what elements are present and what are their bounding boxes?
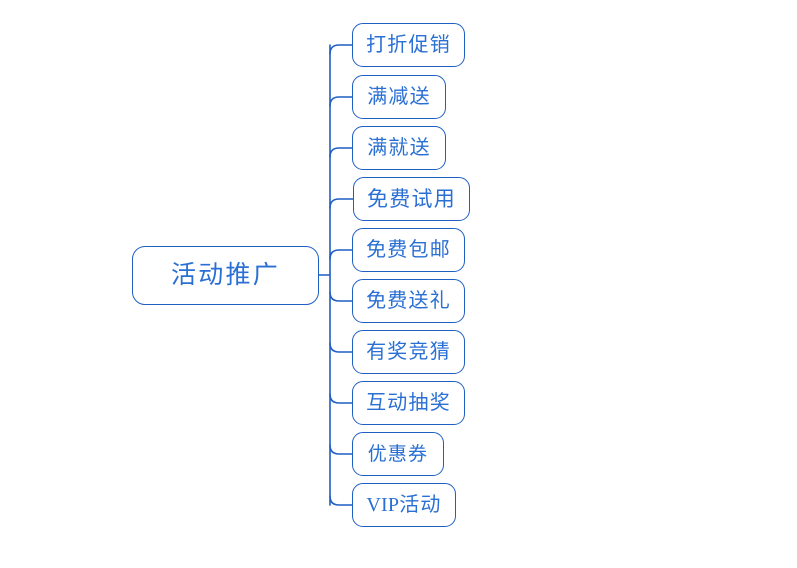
child-node-3[interactable]: 免费试用 [353, 177, 470, 221]
connector-branch-9 [329, 495, 353, 506]
connector-branch-0 [329, 44, 353, 55]
child-node-label: 满减送 [367, 86, 431, 108]
root-node-label: 活动推广 [170, 261, 280, 289]
child-node-label: 有奖竞猜 [366, 341, 451, 363]
connector-branch-2 [329, 147, 353, 158]
child-node-label: 互动抽奖 [366, 392, 451, 414]
child-node-label: 免费试用 [366, 187, 457, 211]
connector-branch-8 [329, 444, 353, 455]
connector-branch-3 [329, 198, 354, 209]
connector-branch-4 [329, 249, 353, 260]
connector-branch-5 [329, 291, 353, 302]
child-node-label: 优惠券 [367, 443, 429, 465]
child-node-6[interactable]: 有奖竞猜 [352, 330, 465, 374]
child-node-5[interactable]: 免费送礼 [352, 279, 465, 323]
child-node-1[interactable]: 满减送 [352, 75, 446, 119]
child-node-label: 免费包邮 [366, 239, 451, 261]
child-node-label: 免费送礼 [366, 290, 451, 312]
child-node-7[interactable]: 互动抽奖 [352, 381, 465, 425]
child-node-label: VIP活动 [366, 494, 442, 516]
connector-branch-1 [329, 96, 353, 107]
child-node-9[interactable]: VIP活动 [352, 483, 456, 527]
root-node-activity-promotion[interactable]: 活动推广 [132, 246, 319, 305]
child-node-0[interactable]: 打折促销 [352, 23, 465, 67]
child-node-label: 满就送 [367, 137, 431, 159]
child-node-label: 打折促销 [366, 34, 451, 56]
child-node-4[interactable]: 免费包邮 [352, 228, 465, 272]
node-label-latin-prefix: VIP [366, 494, 400, 516]
child-node-2[interactable]: 满就送 [352, 126, 446, 170]
connector-branch-7 [329, 393, 353, 404]
connector-branch-6 [329, 342, 353, 353]
child-node-8[interactable]: 优惠券 [352, 432, 444, 476]
